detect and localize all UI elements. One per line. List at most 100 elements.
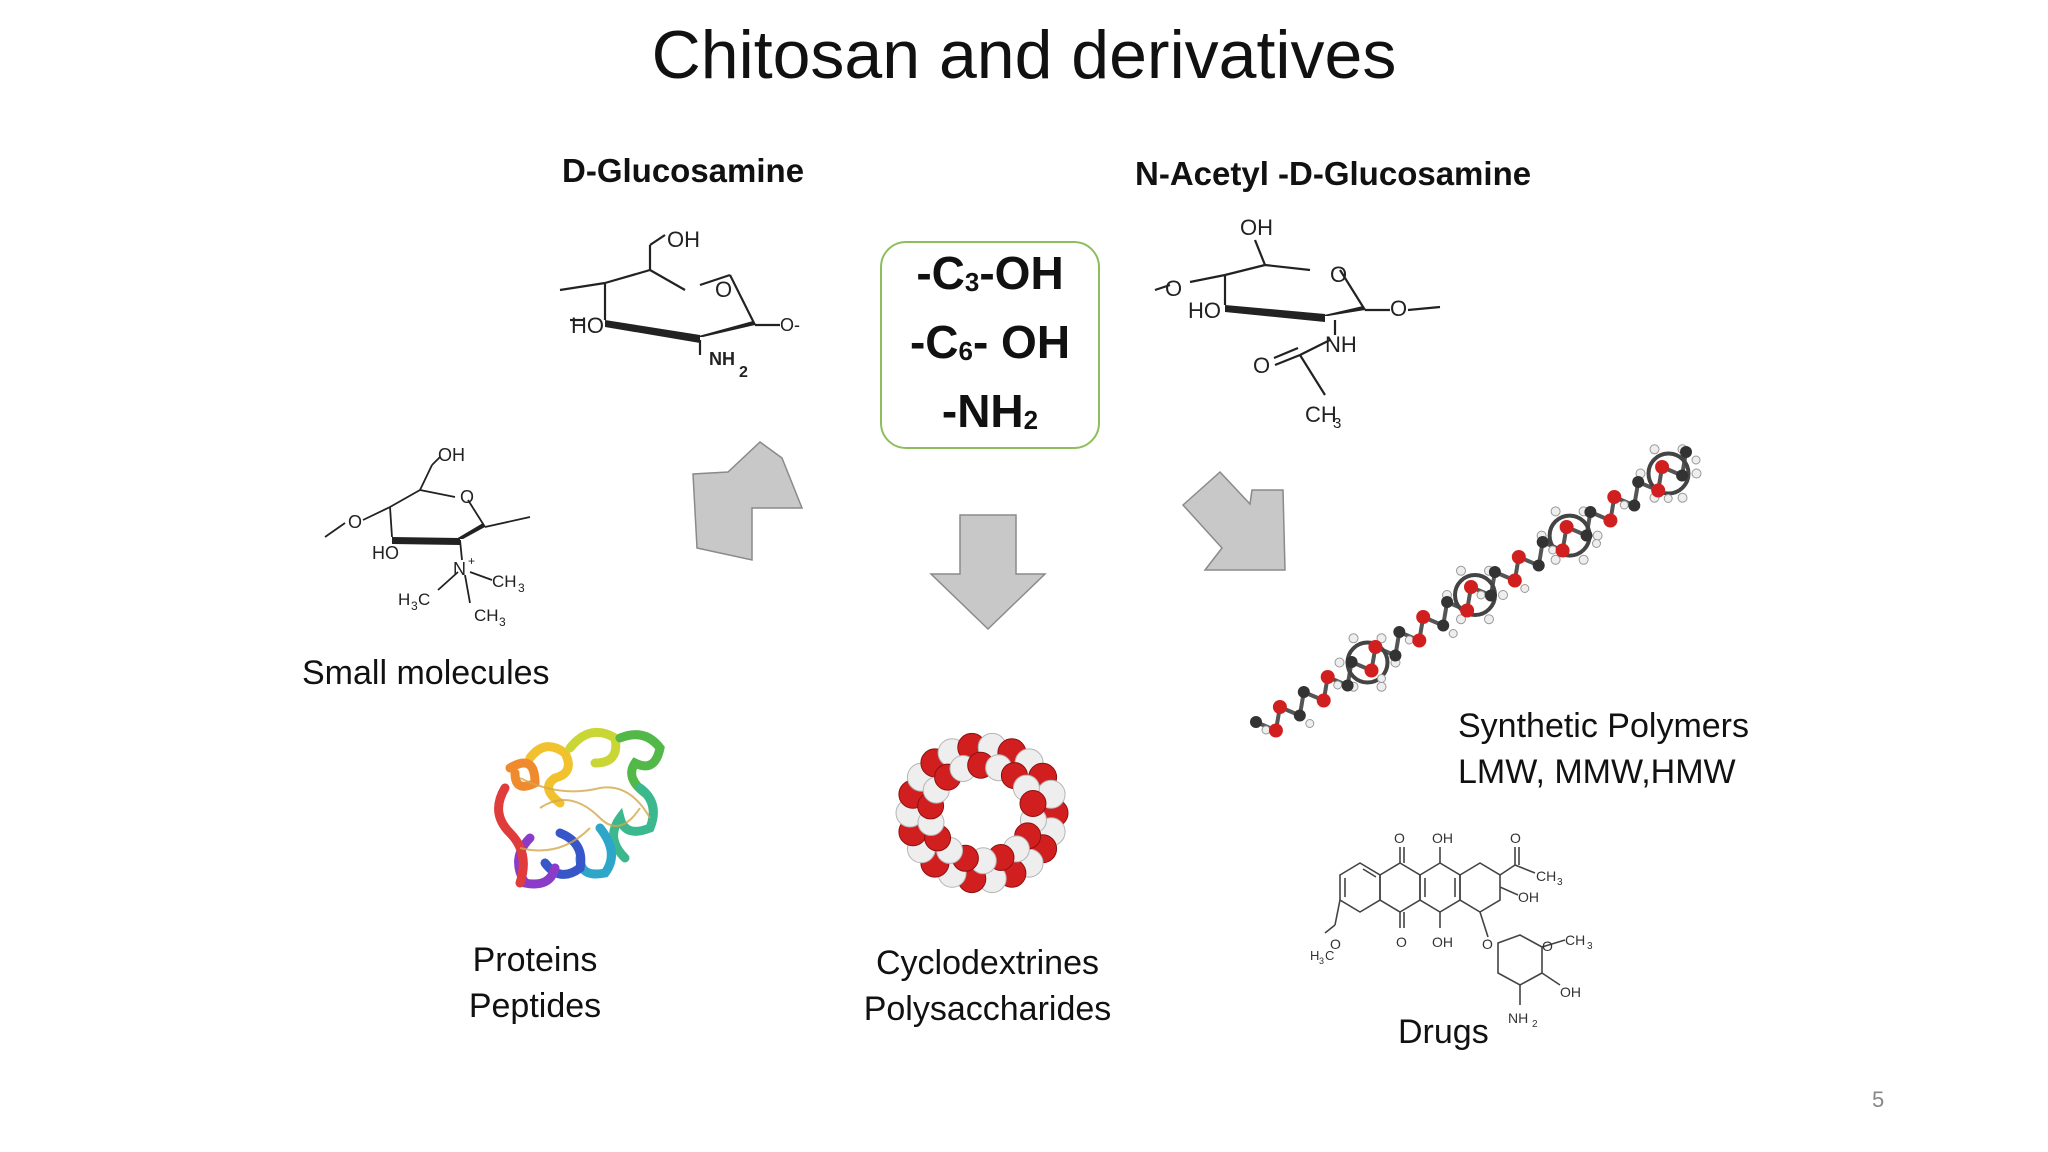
carbon-atom xyxy=(1536,536,1549,548)
svg-text:NH: NH xyxy=(709,349,735,369)
hydrogen-atom xyxy=(1456,565,1466,576)
svg-text:CH: CH xyxy=(474,606,499,625)
carbon-atom xyxy=(1393,626,1406,638)
svg-text:HO: HO xyxy=(372,543,399,563)
svg-text:O-: O- xyxy=(780,315,800,335)
hydrogen-atom xyxy=(1649,444,1660,455)
svg-text:O: O xyxy=(1330,936,1341,952)
caption-drugs: Drugs xyxy=(1398,1013,1489,1051)
carbon-atom xyxy=(1484,589,1497,602)
hydrogen-atom xyxy=(1404,635,1414,645)
hydrogen-atom xyxy=(1619,500,1629,510)
hydrogen-atom xyxy=(1305,719,1315,728)
svg-text:O: O xyxy=(1394,830,1405,846)
arrow-down-right xyxy=(1181,470,1286,571)
hydrogen-atom xyxy=(1578,554,1589,565)
hydrogen-atom xyxy=(1333,680,1343,690)
oxygen-atom xyxy=(1268,723,1283,738)
hydrogen-atom xyxy=(1592,530,1603,541)
carbon-atom xyxy=(1345,656,1358,668)
carbon-atom xyxy=(1628,499,1641,512)
oxygen-atom xyxy=(1416,610,1431,624)
hydrogen-atom xyxy=(1261,725,1271,735)
svg-text:H: H xyxy=(398,590,410,609)
svg-text:O: O xyxy=(1165,276,1182,301)
oxygen-atom xyxy=(1464,580,1478,594)
svg-text:OH: OH xyxy=(438,445,465,465)
functional-groups-box: -C3-OH -C6- OH -NH2 xyxy=(880,241,1100,449)
svg-text:N: N xyxy=(453,559,466,579)
svg-text:HO: HO xyxy=(571,313,604,338)
acetylglucosamine-heading: N-Acetyl -D-Glucosamine xyxy=(1135,155,1532,192)
oxygen-atom xyxy=(1655,460,1670,474)
carbon-atom xyxy=(1437,619,1450,632)
polymer-image xyxy=(1250,444,1702,738)
label: OH xyxy=(667,227,700,252)
svg-text:OH: OH xyxy=(1432,934,1453,950)
carbon-atom xyxy=(1584,506,1597,518)
svg-text:OH: OH xyxy=(1560,984,1581,1000)
oxygen-atom xyxy=(1607,490,1622,504)
svg-text:C: C xyxy=(418,590,430,609)
svg-text:CH: CH xyxy=(1536,868,1556,884)
hydrogen-atom xyxy=(1334,657,1345,668)
arrow-down-left xyxy=(692,441,804,561)
oxygen-atom xyxy=(1507,573,1522,588)
svg-text:+: + xyxy=(468,554,475,568)
oxygen-atom xyxy=(1272,700,1287,714)
svg-text:O: O xyxy=(1510,830,1521,846)
oxygen-atom xyxy=(1320,670,1335,684)
oxygen-atom xyxy=(1559,520,1574,534)
hydrogen-atom xyxy=(1476,590,1486,600)
hydrogen-atom xyxy=(1376,681,1387,692)
carbon-atom xyxy=(1532,559,1545,572)
svg-text:O: O xyxy=(1542,938,1553,954)
svg-text:HO: HO xyxy=(1188,298,1221,323)
oxygen-atom xyxy=(1460,603,1475,618)
cyclodextrin-image xyxy=(895,732,1069,894)
svg-text:O: O xyxy=(1330,262,1347,287)
carbon-atom xyxy=(1488,566,1501,578)
carbon-atom xyxy=(1389,649,1402,662)
oxygen-atom xyxy=(1603,513,1618,528)
svg-text:OH: OH xyxy=(1432,830,1453,846)
svg-text:NH: NH xyxy=(1508,1010,1528,1026)
caption-cyclodextrines: Cyclodextrines Polysaccharides xyxy=(863,944,1112,1028)
hydrogen-atom xyxy=(1663,494,1673,503)
oxygen-atom xyxy=(1364,663,1379,678)
carbon-atom xyxy=(1680,446,1692,458)
hydrogen-atom xyxy=(1498,590,1508,600)
oxygen-atom xyxy=(1651,483,1666,498)
oxygen-atom xyxy=(1511,550,1526,564)
oxygen-atom xyxy=(1368,640,1383,654)
hydrogen-atom xyxy=(1520,584,1530,593)
caption-synthetic-polymers: Synthetic Polymers LMW, MMW,HMW xyxy=(1458,707,1749,791)
svg-text:O: O xyxy=(715,277,732,302)
quaternary-structure: OH O O HO N + CH 3 H 3 C CH 3 xyxy=(324,445,531,629)
svg-text:3: 3 xyxy=(1557,877,1563,888)
svg-text:3: 3 xyxy=(1319,956,1324,966)
hydrogen-atom xyxy=(1484,614,1494,625)
svg-text:3: 3 xyxy=(411,599,418,613)
caption-small-molecules: Small molecules xyxy=(302,654,550,692)
aromatic-ring xyxy=(1646,451,1691,496)
protein-image xyxy=(494,727,665,889)
carbon-atom xyxy=(1441,596,1454,608)
hydrogen-atom xyxy=(1592,539,1601,548)
hydrogen-atom xyxy=(1691,455,1701,465)
svg-text:3: 3 xyxy=(1333,415,1341,432)
hydrogen-atom xyxy=(1377,674,1386,683)
svg-text:OH: OH xyxy=(1240,215,1273,240)
group-c6-oh: -C6- OH xyxy=(909,315,1071,368)
svg-text:O: O xyxy=(1396,934,1407,950)
svg-text:H: H xyxy=(1310,948,1319,963)
hydrogen-atom xyxy=(1376,633,1387,644)
group-c3-oh: -C3-OH xyxy=(916,246,1064,299)
carbon-atom xyxy=(1632,476,1645,488)
page-number: 5 xyxy=(1872,1087,1885,1112)
svg-text:O: O xyxy=(1253,353,1270,378)
hydrogen-atom xyxy=(1550,506,1561,517)
svg-text:OH: OH xyxy=(1518,889,1539,905)
